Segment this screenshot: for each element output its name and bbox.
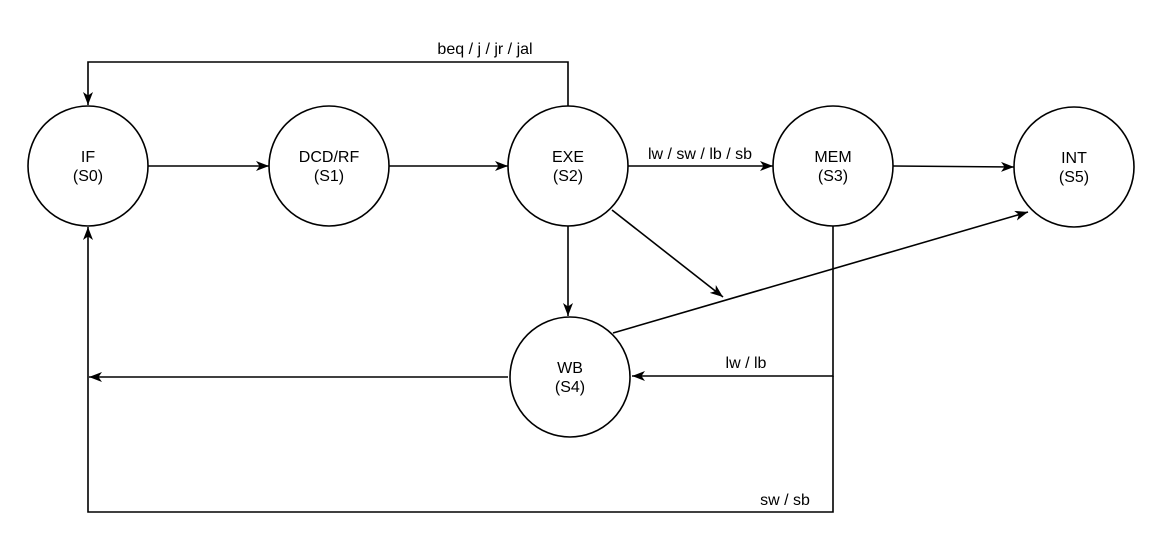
edge-exe-to-mem: lw / sw / lb / sb	[628, 146, 773, 171]
edge-mem-to-wb-label: lw / lb	[726, 355, 767, 372]
state-int-label: INT	[1061, 150, 1087, 167]
edge-exe-to-mem-label: lw / sw / lb / sb	[648, 146, 752, 163]
state-mem-label: MEM	[814, 149, 851, 166]
state-if-circle	[27, 105, 149, 227]
state-mem-circle	[772, 105, 894, 227]
state-int: INT (S5)	[1013, 106, 1135, 228]
edge-mem-to-if-bottom-line	[83, 227, 834, 513]
state-exe-label: EXE	[552, 149, 584, 166]
state-dcdrf-sublabel: (S1)	[314, 168, 344, 185]
state-exe-circle	[507, 105, 629, 227]
state-int-sublabel: (S5)	[1059, 169, 1089, 186]
edge-mem-to-if-label: sw / sb	[760, 492, 810, 509]
state-exe-sublabel: (S2)	[553, 168, 583, 185]
edge-exe-to-junction	[611, 209, 724, 298]
state-exe: EXE (S2)	[507, 105, 629, 227]
state-dcdrf: DCD/RF (S1)	[268, 105, 390, 227]
state-mem-sublabel: (S3)	[818, 168, 848, 185]
state-dcdrf-label: DCD/RF	[299, 149, 360, 166]
state-int-circle	[1013, 106, 1135, 228]
state-wb-label: WB	[557, 360, 583, 377]
edge-mem-to-int-line	[892, 161, 1015, 172]
edge-exe-to-if-label: beq / j / jr / jal	[437, 41, 532, 58]
edge-wb-to-int	[612, 210, 1029, 334]
edge-mem-to-if-bottom: sw / sb	[83, 227, 834, 513]
edge-exe-to-if-top: beq / j / jr / jal	[83, 41, 569, 106]
state-wb: WB (S4)	[509, 316, 631, 438]
state-wb-sublabel: (S4)	[555, 379, 585, 396]
edge-exe-to-junction-line	[611, 209, 724, 298]
edge-exe-to-if-top-line	[83, 61, 569, 106]
edge-mem-to-int	[892, 161, 1015, 172]
edge-wb-to-int-line	[612, 210, 1029, 334]
state-if: IF (S0)	[27, 105, 149, 227]
state-wb-circle	[509, 316, 631, 438]
state-dcdrf-circle	[268, 105, 390, 227]
state-if-sublabel: (S0)	[73, 168, 103, 185]
state-mem: MEM (S3)	[772, 105, 894, 227]
state-if-label: IF	[81, 149, 95, 166]
